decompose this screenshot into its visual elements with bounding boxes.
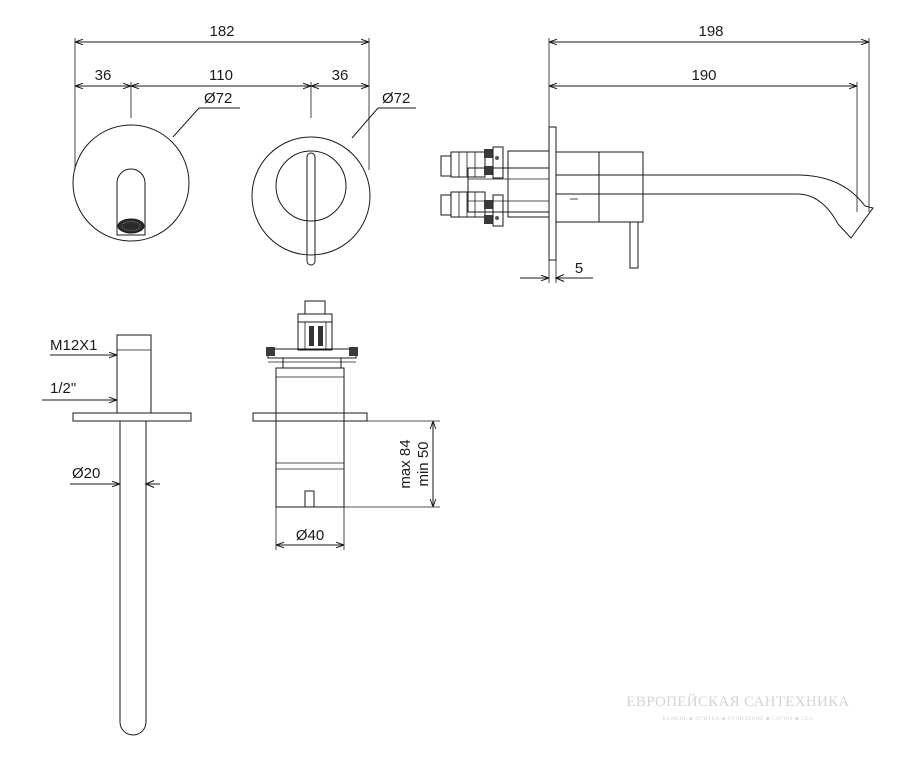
valve-connector-lower: [440, 191, 504, 227]
dim-label-depth-max: max 84: [397, 439, 414, 488]
watermark-title: ЕВРОПЕЙСКАЯ САНТЕХНИКА: [626, 693, 849, 710]
spout-section-view: M12X1 1/2" Ø20: [42, 334, 192, 736]
dim-label-spout-diameter-section: Ø20: [72, 465, 100, 482]
dim-label-190: 190: [691, 67, 716, 84]
mixer-lever-side: [629, 221, 639, 269]
spout-pipe-side: [556, 174, 866, 207]
dim-label-36-left: 36: [95, 67, 112, 84]
spout-outlet: [116, 168, 146, 236]
dim-label-thread: M12X1: [50, 337, 98, 354]
body-flange: [252, 412, 368, 422]
mixer-cap-side: [598, 151, 644, 223]
mixer-lever: [306, 152, 316, 266]
spout-flange: [72, 412, 192, 422]
dim-label-body-diameter: Ø40: [296, 527, 324, 544]
front-view: 182 36 110 36 Ø72 Ø72: [72, 23, 416, 266]
mixer-cartridge: [555, 151, 600, 223]
dim-label-36-right: 36: [332, 67, 349, 84]
spout-tube: [119, 421, 147, 736]
spout-stem: [116, 334, 152, 414]
side-view: 198 190: [440, 23, 874, 283]
spout-wall-plate: [72, 124, 190, 242]
mixer-cap: [275, 150, 347, 222]
valve-connector-upper: [440, 146, 504, 179]
dim-label-mixer-diameter: Ø72: [382, 90, 410, 107]
dim-label-110: 110: [209, 67, 233, 84]
dim-label-connection: 1/2": [50, 380, 76, 397]
dim-label-spout-diameter: Ø72: [204, 90, 232, 107]
valve-body: [275, 367, 345, 508]
dim-label-198: 198: [698, 23, 723, 40]
dim-label-5: 5: [575, 260, 583, 277]
body-section-view: max 84 min 50 Ø40: [252, 300, 440, 550]
watermark-subtitle: КАМЕНЬ ◆ ПЛИТКА ◆ ОТОПЛЕНИЕ ◆ САУНЫ ◆ СП…: [662, 716, 813, 722]
dim-label-182: 182: [209, 23, 234, 40]
watermark: ЕВРОПЕЙСКАЯ САНТЕХНИКА КАМЕНЬ ◆ ПЛИТКА ◆…: [626, 693, 849, 722]
cartridge-head: [297, 321, 333, 351]
side-wall-plate: [548, 126, 557, 261]
mixer-wall-plate: [251, 136, 371, 256]
dim-label-depth-min: min 50: [415, 441, 432, 486]
